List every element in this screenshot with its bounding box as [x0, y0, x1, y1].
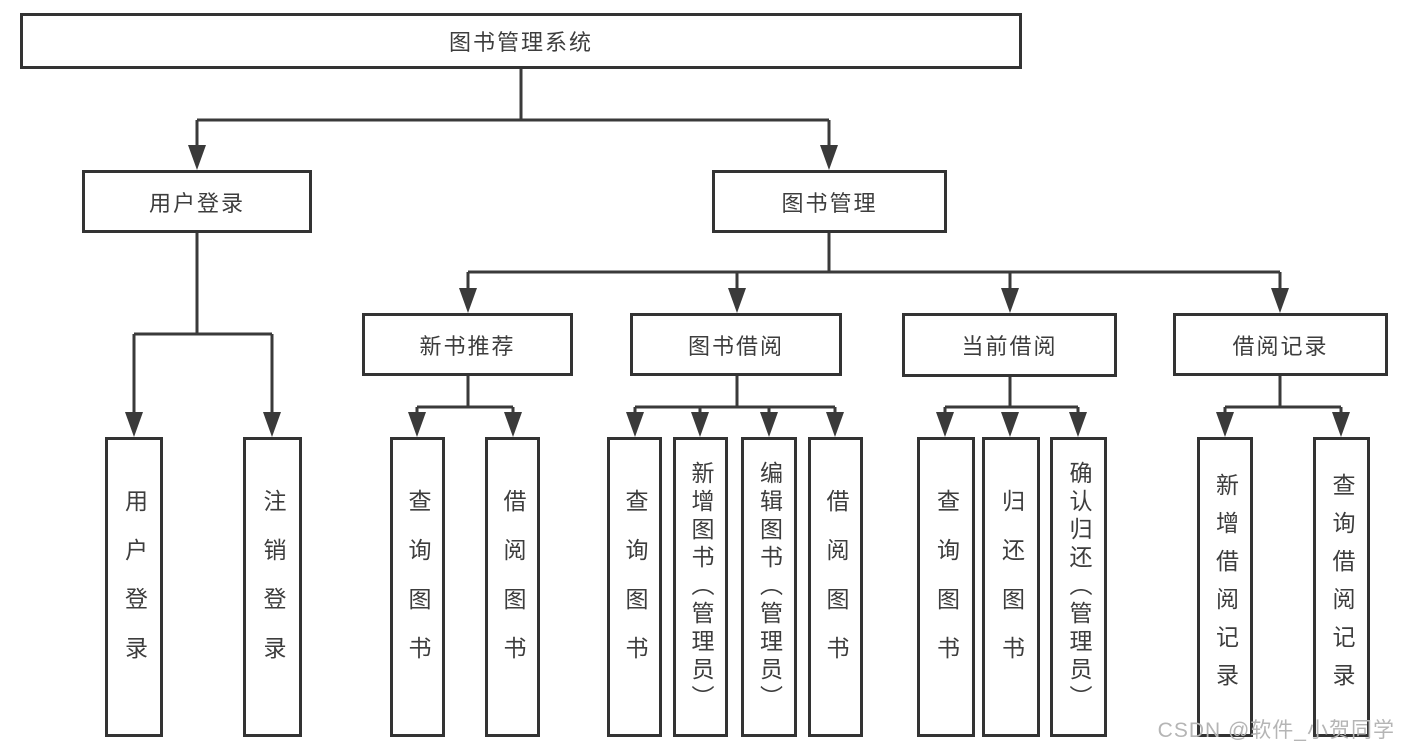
node-current-borrow: 当前借阅: [902, 313, 1117, 377]
leaf-add-borrow-record: 新增借阅记录: [1197, 437, 1253, 737]
node-label: 当前借阅: [961, 334, 1058, 359]
leaf-return-books: 归还图书: [982, 437, 1040, 737]
leaf-label: 借阅图书: [500, 489, 526, 685]
leaf-query-books-borrow: 查询图书: [607, 437, 662, 737]
branch-current-borrow: [936, 377, 1087, 437]
node-new-book-recommend: 新书推荐: [362, 313, 573, 376]
leaf-query-books-recommend: 查询图书: [390, 437, 445, 737]
leaf-add-books-admin: 新增图书（管理员）: [673, 437, 728, 737]
leaf-label: 编辑图书（管理员）: [756, 461, 783, 713]
node-label: 新书推荐: [419, 333, 516, 359]
leaf-label: 查询图书: [933, 489, 960, 685]
node-book-borrow: 图书借阅: [630, 313, 842, 376]
node-user-login: 用户登录: [82, 170, 312, 233]
node-book-management: 图书管理: [712, 170, 947, 233]
leaf-label: 新增图书（管理员）: [688, 461, 714, 713]
branch-user-login: [125, 233, 281, 437]
node-label: 借阅记录: [1232, 333, 1329, 359]
branch-root: [188, 68, 838, 170]
csdn-watermark: CSDN @软件_小贺同学: [1157, 719, 1395, 742]
leaf-borrow-books-borrow: 借阅图书: [808, 437, 863, 737]
leaf-edit-books-admin: 编辑图书（管理员）: [741, 437, 797, 737]
leaf-label: 确认归还（管理员）: [1066, 461, 1092, 713]
leaf-label: 查询借阅记录: [1329, 473, 1355, 701]
leaf-label: 借阅图书: [823, 489, 849, 685]
leaf-query-books-current: 查询图书: [917, 437, 975, 737]
branch-borrow-records: [1216, 376, 1350, 437]
node-root-label: 图书管理系统: [448, 30, 593, 55]
leaf-logout: 注销登录: [243, 437, 302, 737]
node-label: 图书借阅: [687, 333, 784, 359]
branch-new-book-recommend: [408, 376, 522, 437]
leaf-label: 新增借阅记录: [1212, 473, 1239, 701]
node-label: 用户登录: [148, 190, 245, 216]
leaf-label: 注销登录: [260, 489, 286, 685]
leaf-confirm-return-admin: 确认归还（管理员）: [1050, 437, 1107, 737]
leaf-label: 归还图书: [998, 489, 1025, 685]
branch-book-management: [459, 233, 1289, 313]
node-label: 图书管理: [781, 190, 878, 216]
leaf-user-login: 用户登录: [105, 437, 163, 737]
leaf-query-borrow-record: 查询借阅记录: [1313, 437, 1370, 737]
node-root: 图书管理系统: [20, 13, 1022, 69]
leaf-label: 查询图书: [405, 489, 431, 685]
branch-book-borrow: [626, 376, 844, 437]
node-borrow-records: 借阅记录: [1173, 313, 1388, 376]
leaf-label: 用户登录: [121, 489, 148, 685]
leaf-borrow-books-recommend: 借阅图书: [485, 437, 540, 737]
leaf-label: 查询图书: [622, 489, 648, 685]
